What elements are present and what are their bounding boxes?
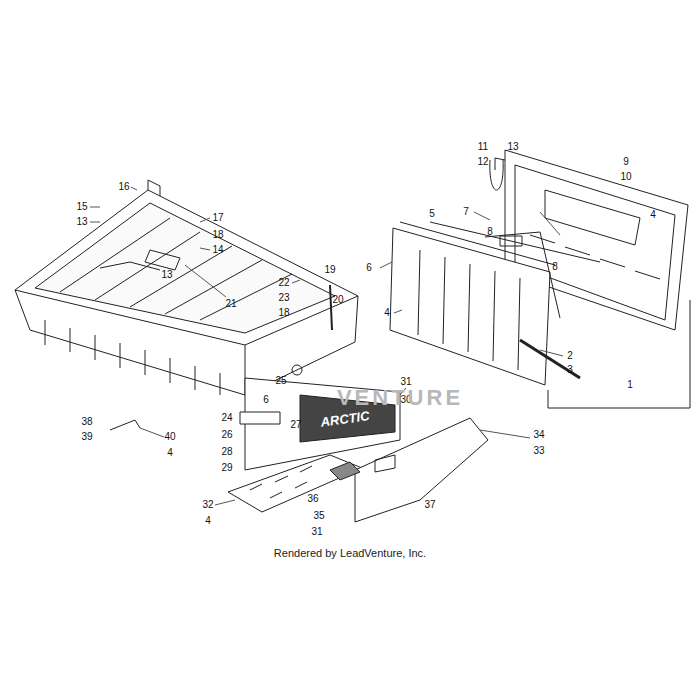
callout-number: 38 bbox=[81, 417, 92, 427]
callout-number: 31 bbox=[400, 377, 411, 387]
callout-number: 4 bbox=[384, 308, 390, 318]
callout-number: 26 bbox=[221, 430, 232, 440]
skid-plate bbox=[228, 455, 362, 512]
rod bbox=[330, 285, 332, 330]
callout-number: 17 bbox=[212, 213, 223, 223]
callout-number: 6 bbox=[366, 263, 372, 273]
latch bbox=[500, 236, 522, 246]
latch-rod bbox=[430, 222, 600, 262]
latch-rod bbox=[485, 232, 560, 318]
callout-number: 14 bbox=[212, 245, 223, 255]
cargo-bed bbox=[15, 180, 358, 395]
caption: Rendered by LeadVenture, Inc. bbox=[274, 547, 426, 559]
callout-number: 15 bbox=[76, 202, 87, 212]
callout-number: 3 bbox=[567, 365, 573, 375]
callout-number: 23 bbox=[278, 293, 289, 303]
callout-number: 12 bbox=[477, 157, 488, 167]
callout-number: 18 bbox=[278, 308, 289, 318]
callout-number: 7 bbox=[463, 207, 469, 217]
callout-number: 24 bbox=[221, 413, 232, 423]
callout-number: 4 bbox=[167, 448, 173, 458]
callout-number: 10 bbox=[620, 172, 631, 182]
callout-number: 11 bbox=[478, 142, 488, 152]
callout-number: 21 bbox=[225, 299, 236, 309]
callout-number: 36 bbox=[307, 494, 318, 504]
fastener bbox=[292, 365, 302, 375]
watermark: VENTURE bbox=[337, 387, 463, 409]
callout-number: 20 bbox=[332, 295, 343, 305]
callout-number: 29 bbox=[221, 463, 232, 473]
callout-number: 16 bbox=[118, 182, 129, 192]
callout-number: 19 bbox=[324, 265, 335, 275]
callout-number: 37 bbox=[424, 500, 435, 510]
hinge-bar bbox=[520, 340, 580, 378]
callout-number: 28 bbox=[221, 447, 232, 457]
callout-number: 18 bbox=[212, 230, 223, 240]
group-bracket bbox=[548, 300, 690, 408]
tailgate-inner bbox=[390, 222, 555, 385]
callout-number: 5 bbox=[429, 209, 435, 219]
callout-number: 32 bbox=[202, 500, 213, 510]
callout-number: 22 bbox=[278, 278, 289, 288]
bumper bbox=[330, 418, 488, 522]
bracket bbox=[110, 420, 140, 430]
callout-number: 35 bbox=[313, 511, 324, 521]
callout-number: 31 bbox=[311, 527, 322, 537]
callout-number: 4 bbox=[650, 210, 656, 220]
strap-cable bbox=[490, 160, 503, 190]
callout-number: 1 bbox=[627, 380, 633, 390]
callout-number: 8 bbox=[552, 262, 558, 272]
callout-number: 13 bbox=[76, 217, 87, 227]
leader-lines bbox=[90, 187, 563, 505]
callout-number: 25 bbox=[275, 376, 286, 386]
callout-number: 33 bbox=[533, 446, 544, 456]
callout-number: 13 bbox=[507, 142, 518, 152]
callout-number: 40 bbox=[164, 432, 175, 442]
callout-number: 8 bbox=[487, 227, 493, 237]
callout-number: 4 bbox=[205, 516, 211, 526]
callout-number: 9 bbox=[623, 157, 629, 167]
callout-number: 13 bbox=[161, 270, 172, 280]
callout-number: 6 bbox=[263, 395, 269, 405]
callout-number: 34 bbox=[533, 430, 544, 440]
callout-number: 27 bbox=[290, 420, 301, 430]
callout-number: 2 bbox=[567, 351, 573, 361]
callout-number: 39 bbox=[81, 432, 92, 442]
